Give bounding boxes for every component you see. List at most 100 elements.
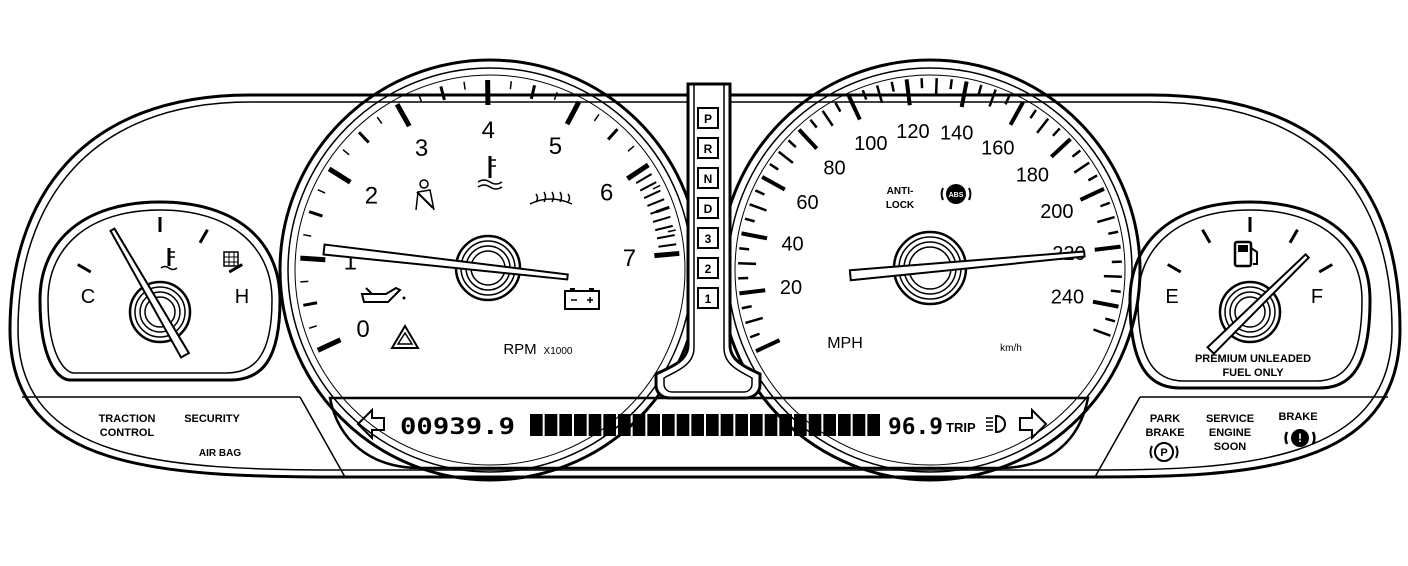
hub-ring [1234,296,1266,328]
speedometer-major-tick [959,81,969,108]
hub-ring [128,280,192,344]
odometer-value: 00939.9 [400,415,515,440]
tachometer-minor-tick [308,210,323,218]
speedometer-minor-tick [1105,317,1116,323]
speedometer-label: 100 [854,133,887,155]
speedometer-minor-tick [821,110,834,127]
abs-icon-text: ABS [949,192,964,199]
service-engine-line2: ENGINE [1209,427,1251,439]
trip-value: 96.9 [888,415,943,440]
brake-icon-letter: ! [1298,431,1302,445]
speedometer-label: 20 [780,277,802,299]
gear-label: 1 [705,292,712,306]
fuel-tick [1201,228,1212,244]
tachometer-fine-tick [308,325,317,329]
traction-control-line2: CONTROL [100,427,155,439]
tachometer-minor-tick [606,128,619,141]
speedometer-major-tick [741,231,768,241]
bar-segment [838,414,851,436]
brake-label: BRAKE [1278,411,1317,423]
temperature-gauge-ticks [76,217,244,274]
tachometer-fine-tick [303,233,312,237]
bar-segment [764,414,778,436]
speedometer-major-tick [1092,299,1119,309]
left-panel-slant [299,396,346,478]
hub-ring [1224,286,1276,338]
temperature-needle-hub [128,280,192,344]
park-brake-line2: BRAKE [1145,427,1184,439]
speedometer-minor-tick [934,78,938,97]
fuel-notice-line2: FUEL ONLY [1222,367,1284,379]
speedometer-minor-tick [1071,149,1082,158]
tachometer-multiplier: X1000 [544,346,573,357]
tachometer-redline-mark [658,243,677,248]
speedometer-minor-tick [949,79,953,90]
speedometer-secondary-unit: km/h [1000,343,1022,354]
bar-segment [618,414,631,436]
air-bag-label: AIR BAG [199,448,241,459]
trip-label: TRIP [946,420,976,435]
tachometer-fine-tick [376,116,383,125]
tachometer-fine-tick [553,92,558,101]
bar-segment [779,414,792,436]
gear-box [697,227,719,249]
speedometer-minor-tick [1052,127,1061,137]
tachometer-label: 2 [365,183,378,210]
bar-segment [706,414,719,436]
speedometer-major-tick [739,288,766,296]
tachometer-label: 5 [549,133,562,160]
speedometer-label: 60 [796,192,818,214]
fuel-pump-icon [1233,240,1258,268]
gear-box [697,107,719,129]
speedometer-minor-tick [1036,117,1050,134]
bar-segment [794,414,807,436]
right-panel-slant [1094,396,1141,478]
speedometer-minor-tick [1073,161,1090,174]
hub-ring [139,291,181,333]
hub-ring [1218,280,1282,344]
fuel-tick [1166,263,1182,274]
tachometer-ticks [300,79,680,353]
tachometer-major-tick [394,103,412,128]
speedometer-label: 240 [1051,287,1084,309]
speedometer-label: 120 [896,121,929,143]
speedometer-minor-tick [875,85,884,104]
bar-segment [867,414,880,436]
speedometer-minor-tick [754,189,765,196]
tachometer-major-tick [564,100,581,126]
tachometer-fine-tick [417,93,423,102]
speedometer: 20406080100120140160180200220240 MPH km/… [718,58,1142,482]
bar-segment [691,414,704,436]
speedometer-minor-tick [1100,201,1111,208]
tachometer-redline-zone [635,173,677,248]
needle-shape [322,243,569,281]
bar-segment [574,414,587,436]
speedometer-major-tick [1094,244,1121,252]
speedometer-label: 180 [1016,165,1049,187]
service-engine-line3: SOON [1214,441,1246,453]
speedometer-minor-tick [769,162,779,171]
speedometer-major-tick [1079,187,1105,202]
tachometer-fine-tick [667,229,676,233]
tachometer-fine-tick [317,189,326,194]
speedometer-minor-tick [1004,94,1011,105]
speedometer-minor-tick [809,118,818,129]
bar-segment [852,414,866,436]
tachometer-fine-tick [652,184,661,190]
temperature-grid-icon [223,251,239,267]
speedometer-label: 40 [781,233,803,255]
speedometer-label: 140 [940,123,973,145]
gear-box [697,137,719,159]
speedometer-minor-tick [749,203,767,212]
tachometer-redline-mark [643,189,661,200]
odometer-display: 00939.9 96.9 TRIP [356,407,1048,441]
park-brake-line1: PARK [1150,413,1180,425]
tachometer-major-tick [316,337,342,353]
tachometer-unit: RPM [503,341,536,358]
service-engine-line1: SERVICE [1206,413,1254,425]
speedometer-major-tick [761,175,786,192]
tachometer-needle [322,243,569,281]
hub-ring [144,296,176,328]
right-warning-panel: PARK BRAKE P SERVICE ENGINE SOON BRAKE ! [1145,411,1318,462]
battery-charging-icon [564,288,600,310]
